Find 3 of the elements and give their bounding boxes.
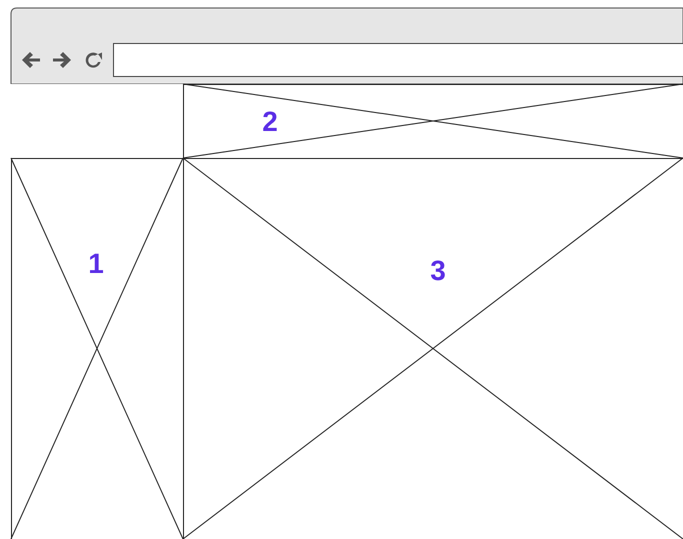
region-number: 3 [430,257,446,285]
region-number: 1 [88,250,104,278]
region-number: 2 [262,108,278,136]
